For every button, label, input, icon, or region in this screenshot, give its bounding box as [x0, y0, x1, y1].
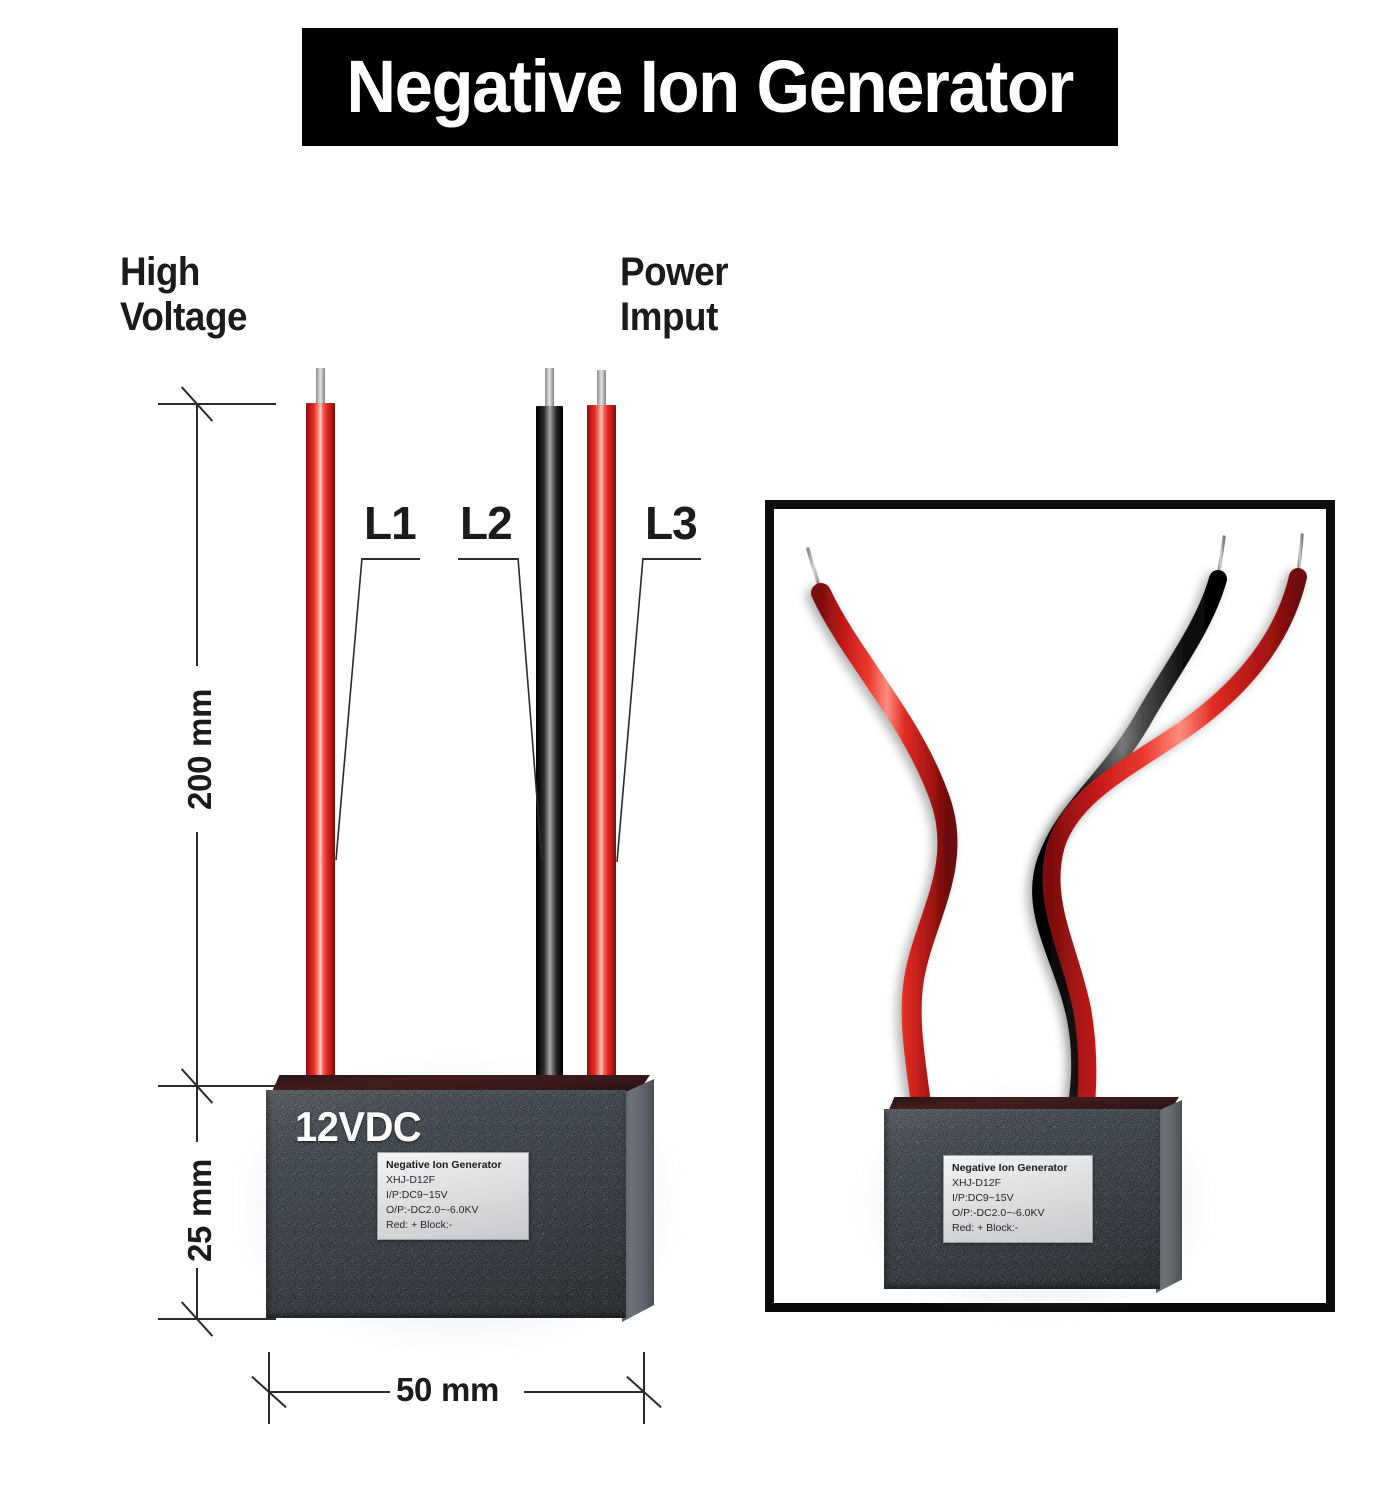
callout-underline-l1 — [362, 558, 420, 560]
spec-label-polarity: Red: + Block:- — [386, 1218, 453, 1231]
inset-spec-label-title: Negative Ion Generator — [952, 1162, 1068, 1174]
heading-high-voltage-line1: High — [120, 250, 200, 294]
extension-line-left — [268, 1352, 270, 1424]
wire-tip-l2-icon — [545, 368, 554, 414]
device-voltage-marking: 12VDC — [295, 1103, 422, 1150]
wire-l2 — [536, 406, 563, 1081]
inset-wire-illustration — [806, 533, 1307, 1168]
spec-label-output: O/P:-DC2.0~-6.0KV — [386, 1203, 479, 1216]
inset-spec-label-model: XHJ-D12F — [952, 1176, 1002, 1189]
dimension-line-50mm-left — [268, 1391, 390, 1393]
extension-line-top — [158, 403, 276, 405]
device-side-face — [622, 1079, 654, 1322]
device-inset-top-face — [888, 1097, 1179, 1111]
dimension-label-200mm: 200 mm — [181, 688, 218, 810]
callout-label-l3: L3 — [645, 497, 698, 549]
dimension-label-25mm: 25 mm — [181, 1158, 218, 1262]
heading-high-voltage-line2: Voltage — [120, 294, 247, 339]
heading-power-input: Power Imput — [620, 250, 729, 340]
spec-label-model: XHJ-D12F — [386, 1173, 436, 1186]
callout-underline-l2 — [458, 558, 518, 560]
extension-line-right — [643, 1352, 645, 1424]
heading-power-input-line2: Imput — [620, 294, 718, 339]
callout-label-l2: L2 — [460, 497, 513, 549]
dimension-line-25mm-upper — [196, 1085, 198, 1142]
inset-spec-label-input: I/P:DC9~15V — [952, 1191, 1014, 1204]
spec-label-title: Negative Ion Generator — [386, 1159, 502, 1171]
device-spec-label: Negative Ion Generator XHJ-D12F I/P:DC9~… — [377, 1152, 529, 1240]
page-title: Negative Ion Generator — [346, 45, 1075, 128]
device-inset-spec-label: Negative Ion Generator XHJ-D12F I/P:DC9~… — [943, 1155, 1093, 1243]
wire-l3 — [587, 405, 616, 1081]
dimension-line-50mm-right — [524, 1391, 643, 1393]
callout-underline-l3 — [643, 558, 701, 560]
wire-l1 — [306, 403, 335, 1081]
title-banner: Negative Ion Generator — [302, 28, 1118, 146]
extension-line-middle — [158, 1085, 276, 1087]
inset-panel: Negative Ion Generator XHJ-D12F I/P:DC9~… — [765, 500, 1335, 1312]
wire-tip-l3-icon — [597, 370, 606, 412]
heading-high-voltage: High Voltage — [120, 250, 247, 340]
inset-spec-label-polarity: Red: + Block:- — [952, 1221, 1019, 1234]
dimension-line-200mm-upper — [196, 403, 198, 666]
spec-label-input: I/P:DC9~15V — [386, 1188, 448, 1201]
device-inset-side-face — [1156, 1100, 1182, 1293]
dimension-label-50mm: 50 mm — [396, 1371, 500, 1408]
inset-spec-label-output: O/P:-DC2.0~-6.0KV — [952, 1206, 1045, 1219]
dimension-line-200mm-lower — [196, 832, 198, 1085]
device-top-face — [271, 1075, 650, 1092]
extension-line-bottom — [158, 1318, 276, 1320]
callout-label-l1: L1 — [364, 497, 417, 549]
heading-power-input-line1: Power — [620, 250, 729, 294]
wire-tip-l1-icon — [316, 368, 325, 410]
dimension-line-25mm-lower — [196, 1268, 198, 1318]
